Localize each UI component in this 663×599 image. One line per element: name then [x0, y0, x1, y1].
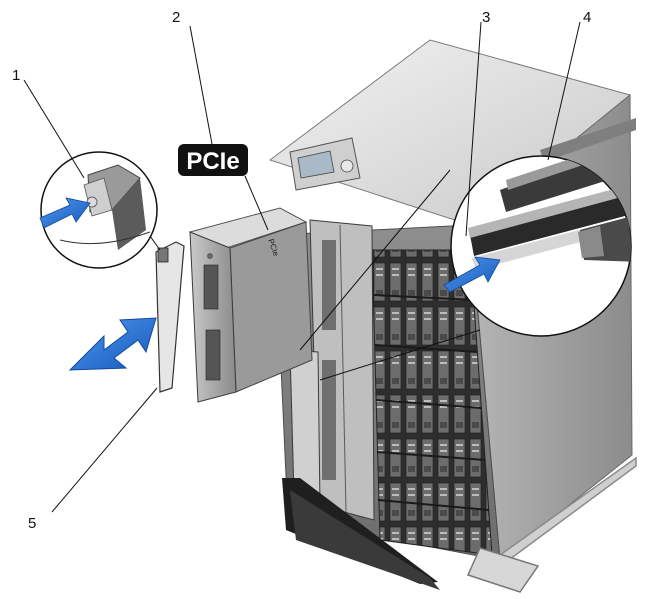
leader-lines — [23, 21, 581, 513]
callout-3: 3 — [482, 9, 490, 26]
press-arrow-icon — [39, 197, 91, 229]
pcie-label: PCIe — [178, 144, 248, 176]
drive-rows — [373, 294, 490, 511]
guide-rail-detail — [299, 155, 632, 381]
chassis-rail — [540, 118, 636, 162]
rack-rails — [466, 456, 637, 593]
callout-2: 2 — [172, 9, 180, 26]
insert-arrow-icon — [443, 256, 501, 293]
callout-1: 1 — [12, 67, 20, 84]
callout-5: 5 — [28, 515, 36, 532]
slide-direction-arrow-icon — [68, 317, 157, 371]
release-handle[interactable] — [155, 241, 185, 393]
blade-front-bezel — [189, 231, 237, 403]
release-button[interactable] — [157, 247, 169, 263]
installed-blades — [289, 219, 375, 521]
navigation-button-icon[interactable] — [340, 159, 354, 173]
release-button-detail — [39, 151, 161, 269]
callout-4: 4 — [583, 9, 591, 26]
chassis-base — [282, 478, 438, 584]
blade-server-module[interactable]: PCIe — [155, 207, 313, 403]
control-panel — [289, 137, 361, 191]
pcie-label-text: PCIe — [186, 148, 239, 175]
